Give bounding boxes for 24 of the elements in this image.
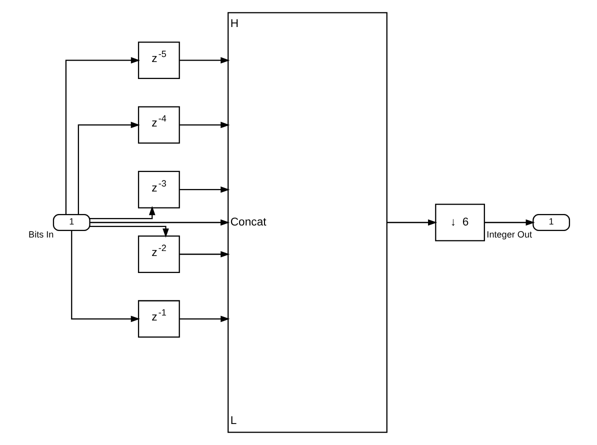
node-box: 1 [532, 214, 570, 231]
arrow [484, 219, 534, 226]
arrow [179, 186, 230, 193]
arrow [70, 230, 140, 322]
node-box: z$^{-2}$ [137, 236, 180, 273]
arrow [179, 122, 230, 128]
node-box: ↓ 6 [434, 204, 484, 242]
node-box: z$^{-4}$ [137, 106, 180, 144]
arrow [89, 226, 168, 238]
node-label: Bits In [28, 230, 54, 240]
arrow [77, 122, 140, 215]
node-label: Integer Out [486, 230, 532, 240]
node-box: z$^{-5}$ [137, 42, 180, 80]
arrow [179, 57, 230, 64]
arrow [179, 316, 230, 322]
node-box: H Concat L [227, 12, 387, 433]
arrow [89, 206, 155, 220]
arrow [386, 219, 437, 226]
node-box: z$^{-1}$ [137, 300, 180, 338]
arrow [179, 251, 230, 258]
arrow [64, 57, 140, 214]
node-box: z$^{-3}$ [137, 170, 180, 208]
arrow [90, 219, 230, 226]
node-box: 1 [52, 214, 90, 231]
